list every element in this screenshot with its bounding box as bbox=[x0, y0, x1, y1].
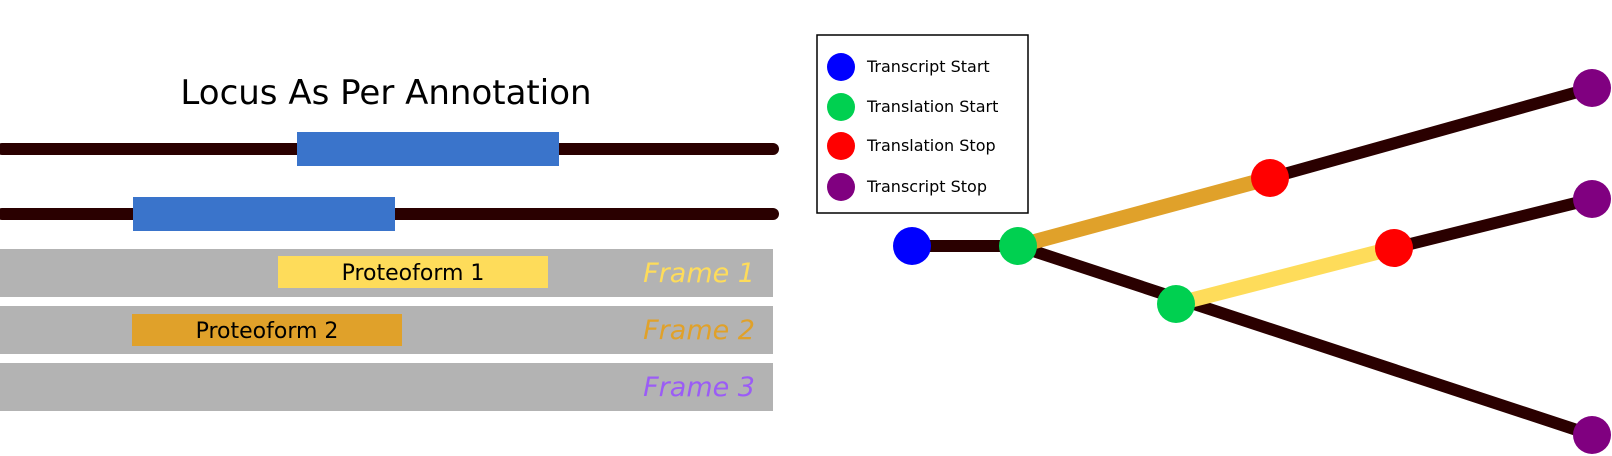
legend-translation-start-label: Translation Start bbox=[866, 97, 998, 116]
proteoform-2-box bbox=[132, 314, 402, 346]
legend-translation-start-marker bbox=[827, 93, 855, 121]
panel-title: Locus As Per Annotation bbox=[180, 73, 591, 113]
edge-proteoform-1 bbox=[1174, 240, 1396, 312]
legend: Transcript Start Translation Start Trans… bbox=[816, 34, 1029, 214]
node-translation-start-1 bbox=[999, 227, 1037, 265]
legend-transcript-stop-marker bbox=[827, 173, 855, 201]
node-translation-stop-1 bbox=[1251, 159, 1289, 197]
node-transcript-stop-2 bbox=[1573, 180, 1611, 218]
node-transcript-start bbox=[893, 227, 931, 265]
exon-2 bbox=[133, 197, 395, 231]
edge-lower-branch bbox=[1016, 240, 1594, 441]
node-translation-stop-2 bbox=[1375, 229, 1413, 267]
proteoform-1-box bbox=[278, 256, 548, 288]
translation-tree bbox=[893, 69, 1611, 454]
frame-2-label: Frame 2 bbox=[643, 315, 755, 346]
annotation-panel: Locus As Per Annotation Proteoform 1 Pro… bbox=[0, 73, 779, 411]
proteoform-2-label: Proteoform 2 bbox=[196, 319, 339, 344]
frame-band-3 bbox=[0, 363, 773, 411]
legend-transcript-start-label: Transcript Start bbox=[866, 57, 990, 76]
frame-3-label: Frame 3 bbox=[643, 372, 755, 403]
edge-proteoform-2 bbox=[1016, 170, 1272, 254]
legend-translation-stop-label: Translation Stop bbox=[866, 136, 996, 155]
edge-upper-tail bbox=[1268, 82, 1594, 184]
frame-1-label: Frame 1 bbox=[643, 258, 755, 289]
exon-1 bbox=[297, 132, 559, 166]
node-transcript-stop-3 bbox=[1573, 416, 1611, 454]
legend-transcript-start-marker bbox=[827, 53, 855, 81]
edge-middle-tail bbox=[1392, 193, 1594, 254]
node-translation-start-2 bbox=[1157, 285, 1195, 323]
node-transcript-stop-1 bbox=[1573, 69, 1611, 107]
legend-transcript-stop-label: Transcript Stop bbox=[866, 177, 987, 196]
proteoform-1-label: Proteoform 1 bbox=[342, 261, 485, 286]
legend-translation-stop-marker bbox=[827, 132, 855, 160]
